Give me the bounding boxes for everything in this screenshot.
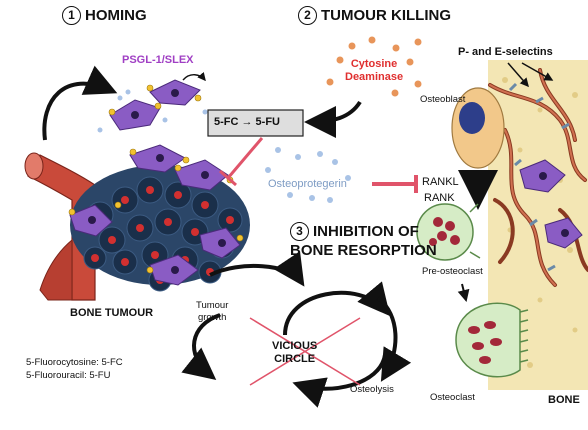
- inhibition-label-line1: INHIBITION OF: [313, 223, 419, 240]
- abbreviation-legend: 5-Fluorocytosine: 5-FC 5-Fluorouracil: 5…: [26, 356, 123, 382]
- pre-osteoclast-label: Pre-osteoclast: [422, 266, 483, 277]
- cytosine-deaminase-label: Cytosine Deaminase: [345, 58, 403, 84]
- tumour-growth-line1: Tumour: [196, 300, 229, 311]
- selectins-label: P- and E-selectins: [458, 46, 553, 58]
- step-number-badge: 1: [62, 6, 81, 25]
- killing-label: TUMOUR KILLING: [321, 7, 451, 24]
- vicious-line2: CIRCLE: [274, 353, 316, 365]
- tumour-growth-label: Tumour growth: [196, 300, 228, 324]
- psgl-label: PSGL-1/SLEX: [122, 54, 194, 66]
- osteoblast-cell: [451, 87, 505, 169]
- tumour-growth-line2: growth: [197, 312, 227, 323]
- legend-item: 5-Fluorocytosine: 5-FC: [26, 357, 123, 368]
- osteoblast-label: Osteoblast: [420, 94, 466, 105]
- cytosine-line2: Deaminase: [345, 71, 404, 83]
- vicious-circle: [181, 251, 412, 408]
- bone-tumour-label: BONE TUMOUR: [70, 307, 154, 319]
- homing-arrow: [42, 65, 118, 141]
- step-number-badge: 2: [298, 6, 317, 25]
- conversion-label: 5-FC → 5-FU: [214, 116, 280, 128]
- inhibition-label-line2: BONE RESORPTION: [290, 242, 437, 259]
- osteolysis-label: Osteolysis: [350, 384, 394, 395]
- vicious-line1: VICIOUS: [272, 340, 318, 352]
- rankl-label: RANKL: [422, 176, 459, 188]
- osteoclast-cell: [455, 302, 529, 378]
- vicious-circle-label: VICIOUS CIRCLE: [272, 340, 317, 366]
- opg-dots: [265, 147, 351, 203]
- step-number-badge: 3: [290, 222, 309, 241]
- homing-label: HOMING: [85, 7, 147, 24]
- enzyme-dots: [326, 36, 422, 97]
- pre-osteoclast-cell: [416, 203, 481, 261]
- osteoclast-label: Osteoclast: [430, 392, 475, 403]
- cytosine-line1: Cytosine: [350, 58, 398, 70]
- rank-label: RANK: [424, 192, 455, 204]
- legend-item: 5-Fluorouracil: 5-FU: [26, 370, 111, 381]
- bone-label: BONE: [548, 394, 580, 406]
- conversion-box: [207, 109, 304, 137]
- osteoprotegerin-label: Osteoprotegerin: [268, 178, 347, 190]
